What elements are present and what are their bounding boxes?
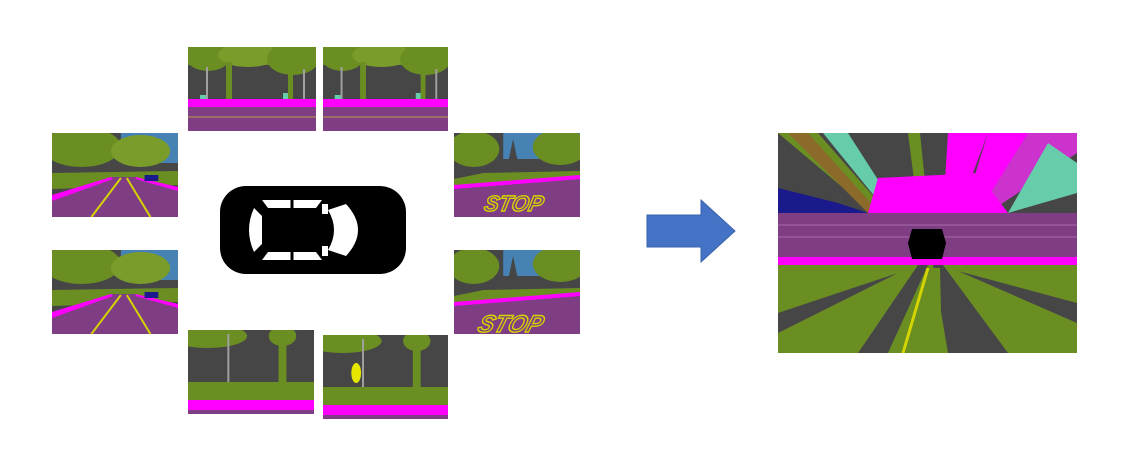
- camera-view-front-right: [323, 47, 448, 131]
- transform-arrow-icon: [646, 198, 736, 264]
- left-rear-image: [52, 250, 178, 334]
- camera-view-right-rear: STOP: [454, 250, 580, 334]
- stop-marking: STOP: [475, 311, 548, 334]
- front-left-image: [188, 47, 316, 131]
- camera-view-left-front: [52, 133, 178, 217]
- camera-view-rear-left: [188, 330, 314, 414]
- front-right-image: [323, 47, 448, 131]
- rear-right-image: [323, 335, 448, 419]
- right-rear-image: STOP: [454, 250, 580, 334]
- right-front-image: STOP: [454, 133, 580, 217]
- camera-view-front-left: [188, 47, 316, 131]
- camera-view-left-rear: [52, 250, 178, 334]
- camera-view-right-front: STOP: [454, 133, 580, 217]
- car-top-view-icon: [220, 186, 406, 274]
- bev-semantic-map: [778, 133, 1077, 353]
- stop-marking: STOP: [482, 191, 546, 216]
- left-front-image: [52, 133, 178, 217]
- camera-view-rear-right: [323, 335, 448, 419]
- bev-image: [778, 133, 1077, 353]
- rear-left-image: [188, 330, 314, 414]
